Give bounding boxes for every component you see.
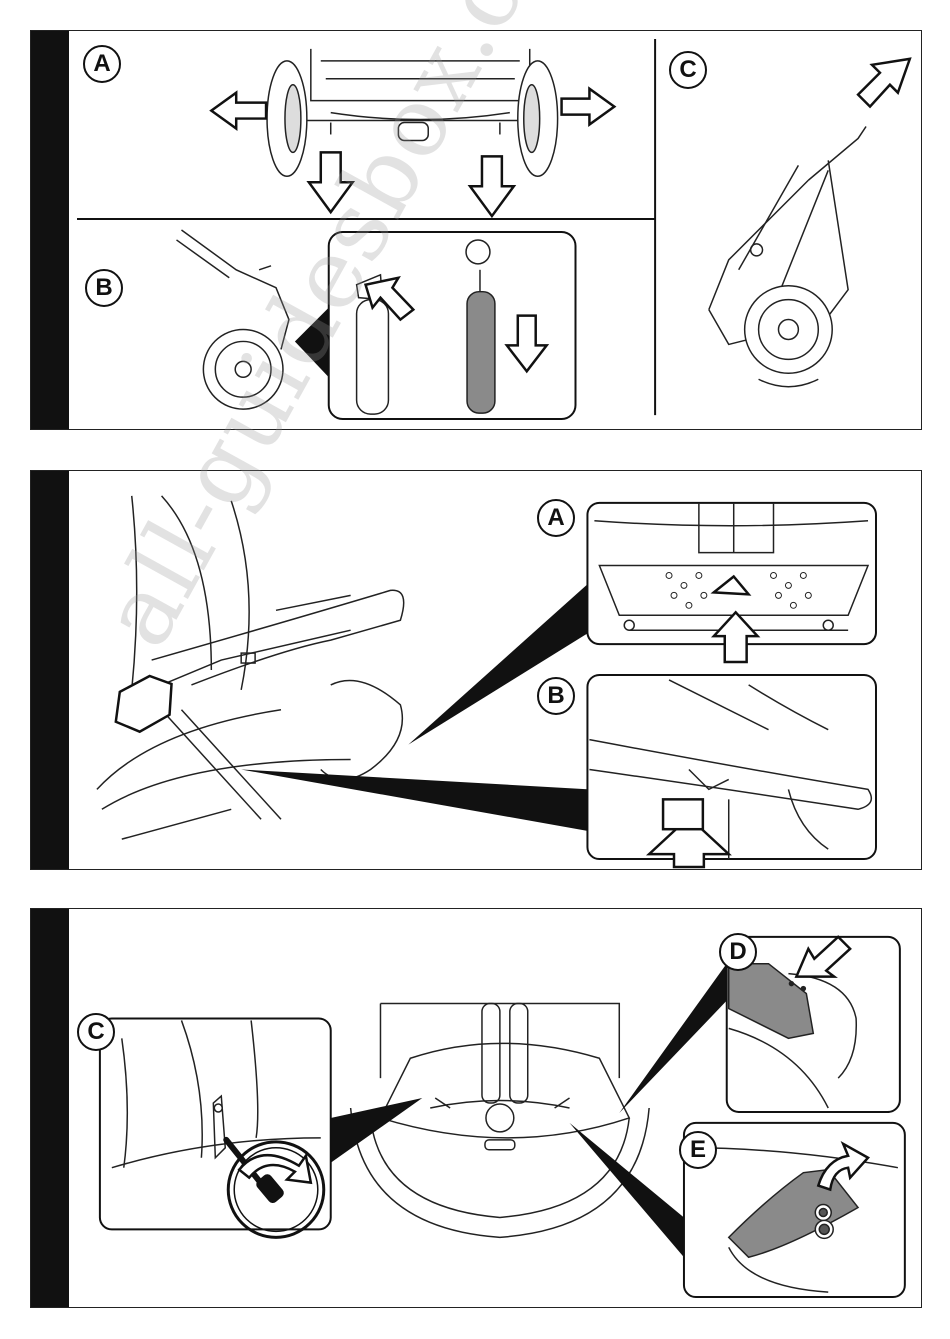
label-circle: A <box>537 499 575 537</box>
label-circle: B <box>85 269 123 307</box>
panel-2: A B <box>30 470 922 870</box>
right-wheel <box>518 61 558 176</box>
callout-wedge <box>295 308 329 378</box>
detail-inset-b <box>587 675 876 859</box>
arrow-up-stem <box>663 799 703 829</box>
label-circle: A <box>83 45 121 83</box>
arrow-left-icon <box>211 93 266 129</box>
front-wheel-drawing <box>177 230 289 409</box>
left-wheel <box>267 61 307 176</box>
label-circle: C <box>669 51 707 89</box>
panel-3: C D E <box>30 908 922 1308</box>
arrow-down-right-icon <box>470 156 514 216</box>
arrow-down-left-icon <box>309 152 353 212</box>
label-circle: B <box>537 677 575 715</box>
frame-joint <box>116 676 172 732</box>
detail-inset-c <box>100 1018 331 1229</box>
label-circle: C <box>77 1013 115 1051</box>
callout-wedge <box>570 1123 684 1257</box>
panel-2-illustration <box>31 471 921 869</box>
callout-wedge <box>241 770 589 832</box>
folded-stroller-drawing <box>709 127 866 387</box>
callout-wedge <box>408 582 589 744</box>
panel-3-illustration <box>31 909 921 1307</box>
panel-1-illustration <box>31 31 921 429</box>
panel-1: A B C <box>30 30 922 430</box>
label-circle: D <box>719 933 757 971</box>
callout-wedge <box>331 1098 423 1163</box>
callout-wedge <box>619 961 728 1113</box>
arrow-right-icon <box>562 89 615 125</box>
arrow-up-right-icon <box>858 59 910 107</box>
stroller-base-drawing <box>293 49 550 141</box>
label-circle: E <box>679 1131 717 1169</box>
seat-front-drawing <box>351 1004 650 1238</box>
